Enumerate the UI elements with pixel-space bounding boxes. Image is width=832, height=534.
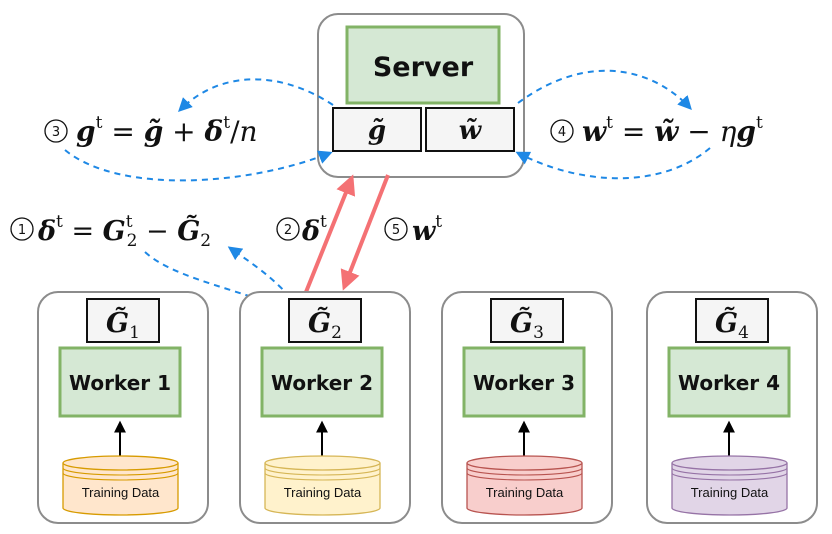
worker-2-database-icon: Training Data <box>264 455 381 516</box>
worker-1-label: Worker 1 <box>69 371 171 395</box>
dashed-arrow-server-to-step4 <box>517 69 692 111</box>
worker-2-data-label: Training Data <box>284 485 362 500</box>
server-g-tilde: g̃ <box>368 116 386 146</box>
worker-3-label: Worker 3 <box>473 371 575 395</box>
worker-3-gtilde-box <box>490 298 564 343</box>
worker-1-db-top <box>62 455 179 471</box>
worker-4-db-top <box>671 455 788 471</box>
step2-formula: δt <box>301 212 327 247</box>
step1-number: 1 <box>18 223 26 238</box>
worker-1-gtilde-box <box>86 298 160 343</box>
step2-number: 2 <box>284 223 292 238</box>
step1-circle <box>10 217 34 241</box>
step3-number: 3 <box>52 125 60 140</box>
server-g-tilde-box <box>332 107 422 152</box>
step3-equation: 3 gt = g̃ + δt/n <box>44 113 258 148</box>
worker-3-db-body <box>466 463 583 516</box>
worker-1-data-label: Training Data <box>82 485 160 500</box>
worker-2-box <box>260 346 384 418</box>
worker-4-db-ring-1 <box>671 467 788 476</box>
red-arrow-worker2-to-server <box>304 174 356 293</box>
worker-4-gtilde: G̃4 <box>715 306 749 343</box>
worker-4-box <box>667 346 791 418</box>
worker-2-db-ring-2 <box>264 472 381 481</box>
step2-circle <box>276 217 300 241</box>
server-node: Server g̃ w̃ <box>317 13 525 178</box>
worker-4-database-icon: Training Data <box>671 455 788 516</box>
step4-number: 4 <box>558 125 566 140</box>
worker-1-db-ring-1 <box>62 467 179 476</box>
worker-1-database-icon: Training Data <box>62 455 179 516</box>
server-w-tilde: w̃ <box>459 116 483 146</box>
dashed-arrow-step4-to-server <box>515 147 711 180</box>
dashed-arrow-step3-to-server <box>64 149 333 182</box>
dashed-arrow-worker2-to-step1 <box>227 246 291 298</box>
step5-circle <box>384 217 408 241</box>
worker-2-db-top <box>264 455 381 471</box>
worker-2-db-body <box>264 463 381 516</box>
step5-label: 5 wt <box>384 212 442 247</box>
server-label: Server <box>373 52 474 83</box>
worker-4-db-ring-2 <box>671 472 788 481</box>
worker-1-gtilde: G̃1 <box>106 306 140 343</box>
step4-circle <box>550 119 574 143</box>
worker-4-gtilde-box <box>695 298 769 343</box>
step4-equation: 4 wt = w̃ − ηgt <box>550 113 763 148</box>
step5-number: 5 <box>392 223 400 238</box>
server-w-tilde-box <box>425 107 515 152</box>
worker-3-gtilde: G̃3 <box>510 306 544 343</box>
worker-3-data-label: Training Data <box>486 485 564 500</box>
worker-3-db-ring-1 <box>466 467 583 476</box>
server-box <box>345 25 501 105</box>
worker-3-database-icon: Training Data <box>466 455 583 516</box>
worker-4-label: Worker 4 <box>678 371 780 395</box>
worker-4-data-label: Training Data <box>691 485 769 500</box>
step4-formula: wt = w̃ − ηgt <box>582 113 763 148</box>
worker-1-db-ring-2 <box>62 472 179 481</box>
red-arrow-server-to-worker2 <box>340 174 390 291</box>
worker-2-gtilde: G̃2 <box>308 306 342 343</box>
step2-label: 2 δt <box>276 212 327 247</box>
worker-3-db-ring-2 <box>466 472 583 481</box>
dashed-arrow-server-to-step3 <box>178 78 334 112</box>
step5-formula: wt <box>412 212 442 247</box>
worker-4-db-body <box>671 463 788 516</box>
worker-1-box <box>58 346 182 418</box>
worker-1-db-body <box>62 463 179 516</box>
step3-formula: gt = g̃ + δt/n <box>76 113 258 148</box>
worker-2-label: Worker 2 <box>271 371 373 395</box>
step3-circle <box>44 119 68 143</box>
worker-3-db-top <box>466 455 583 471</box>
worker-2-gtilde-box <box>288 298 362 343</box>
worker-2-db-ring-1 <box>264 467 381 476</box>
worker-3-box <box>462 346 586 418</box>
